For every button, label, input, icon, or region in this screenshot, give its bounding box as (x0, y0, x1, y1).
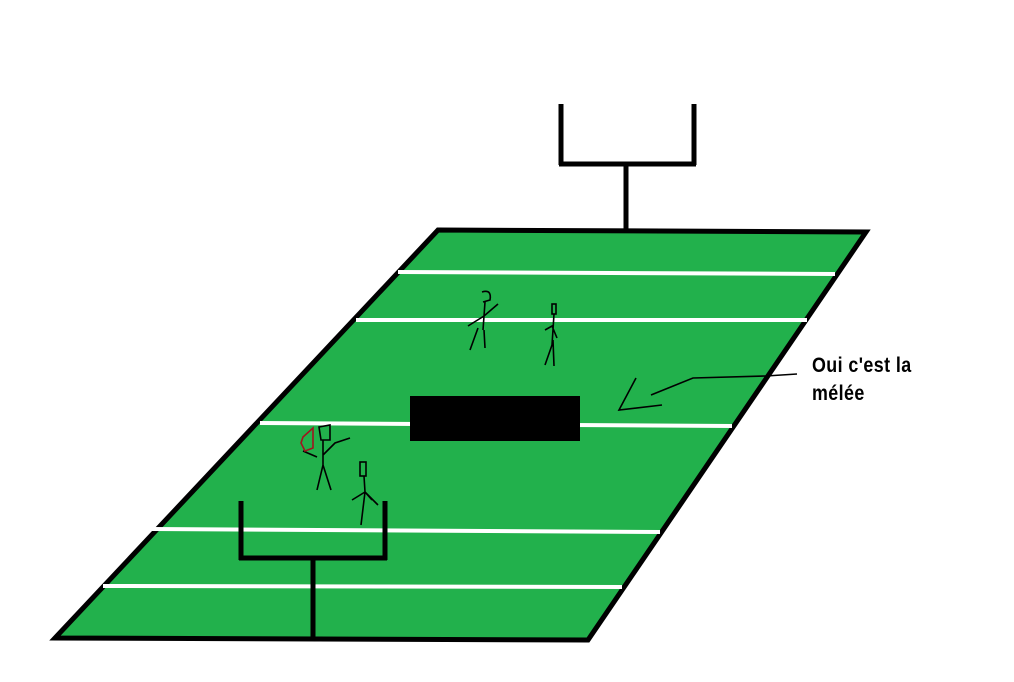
player-2 (544, 303, 558, 367)
players (300, 290, 558, 526)
player-1 (467, 290, 499, 351)
goal-post-bottom (238, 501, 388, 640)
player-4 (351, 461, 379, 526)
goal-post-top (558, 104, 697, 232)
player-3-ball-carrier (302, 424, 351, 491)
caption-line-1: Oui c'est la (812, 354, 912, 377)
scrum-block (410, 396, 580, 441)
caption-line-2: mélée (812, 382, 865, 405)
rugby-ball (300, 426, 314, 453)
arrow-icon (617, 373, 798, 411)
scrum-caption: Oui c'est la mélée (812, 352, 912, 408)
